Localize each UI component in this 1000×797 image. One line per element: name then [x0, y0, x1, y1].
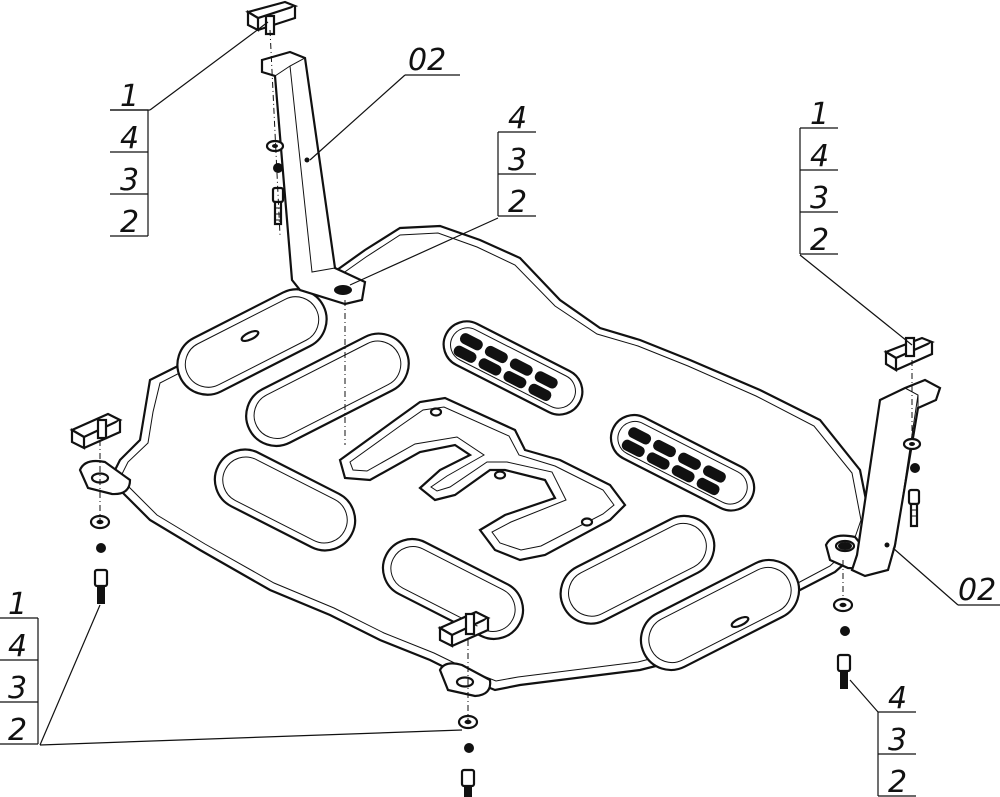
callout-stack-top-center: 4 3 2	[497, 101, 536, 220]
clip-nut-right	[883, 336, 935, 372]
callout-stack-bottom-right: 4 3 2	[877, 681, 916, 797]
washer-right	[902, 437, 922, 473]
leader-lines	[39, 21, 1000, 746]
mounting-holes	[240, 329, 750, 629]
bolt-top-left	[271, 186, 285, 226]
clip-nut-left	[69, 412, 123, 450]
callout-top-center-2: 3	[508, 143, 527, 178]
slot-4	[381, 538, 525, 640]
callout-bottom-left-3: 3	[8, 671, 27, 706]
clip-nut-bottom	[437, 610, 491, 648]
vent-right	[609, 413, 756, 512]
callout-top-left-4: 2	[120, 205, 139, 240]
bolt-right	[907, 488, 921, 528]
callout-right-4: 2	[810, 223, 829, 258]
callout-bottom-left-2: 4	[8, 629, 27, 664]
stamped-slots	[176, 288, 801, 672]
callout-stack-bottom-left: 1 4 3 2	[0, 587, 39, 748]
callout-stack-top-left: 1 4 3 2	[110, 79, 149, 240]
callout-top-center-3: 2	[508, 185, 527, 220]
callout-top-left-1: 1	[120, 79, 139, 114]
center-lines	[99, 29, 913, 720]
callout-right-1: 1	[810, 97, 829, 132]
bracket-right	[838, 378, 942, 578]
washer-bolt-right-lower	[832, 597, 854, 689]
mounting-tab-bottom	[438, 662, 492, 698]
slot-1	[176, 288, 328, 396]
callout-top-left-2: 4	[120, 121, 139, 156]
vent-left	[442, 320, 584, 416]
washer-bolt-left	[89, 514, 111, 604]
clip-nut-top-left	[245, 0, 299, 36]
slot-3	[213, 448, 357, 552]
callout-stack-right: 1 4 3 2	[799, 97, 838, 258]
callout-top-center-1: 4	[508, 101, 527, 136]
bracket-left	[260, 50, 367, 306]
slot-2	[245, 332, 410, 447]
callout-bottom-left-1: 1	[8, 587, 27, 622]
callout-top-left-3: 3	[120, 163, 139, 198]
washer-top-left	[265, 139, 285, 173]
callout-bottom-left-4: 2	[8, 713, 27, 748]
callout-bottom-right-1: 4	[888, 681, 907, 716]
part-label-bracket-right: 02	[958, 573, 996, 608]
callout-bottom-right-3: 2	[888, 765, 907, 797]
serpentine-channel	[338, 396, 627, 562]
washer-bolt-bottom	[457, 714, 479, 797]
part-label-bracket-left: 02	[408, 43, 446, 78]
callout-right-2: 4	[810, 139, 829, 174]
callout-bottom-right-2: 3	[888, 723, 907, 758]
slot-5	[559, 514, 716, 625]
slot-6	[639, 558, 801, 672]
callout-right-3: 3	[810, 181, 829, 216]
